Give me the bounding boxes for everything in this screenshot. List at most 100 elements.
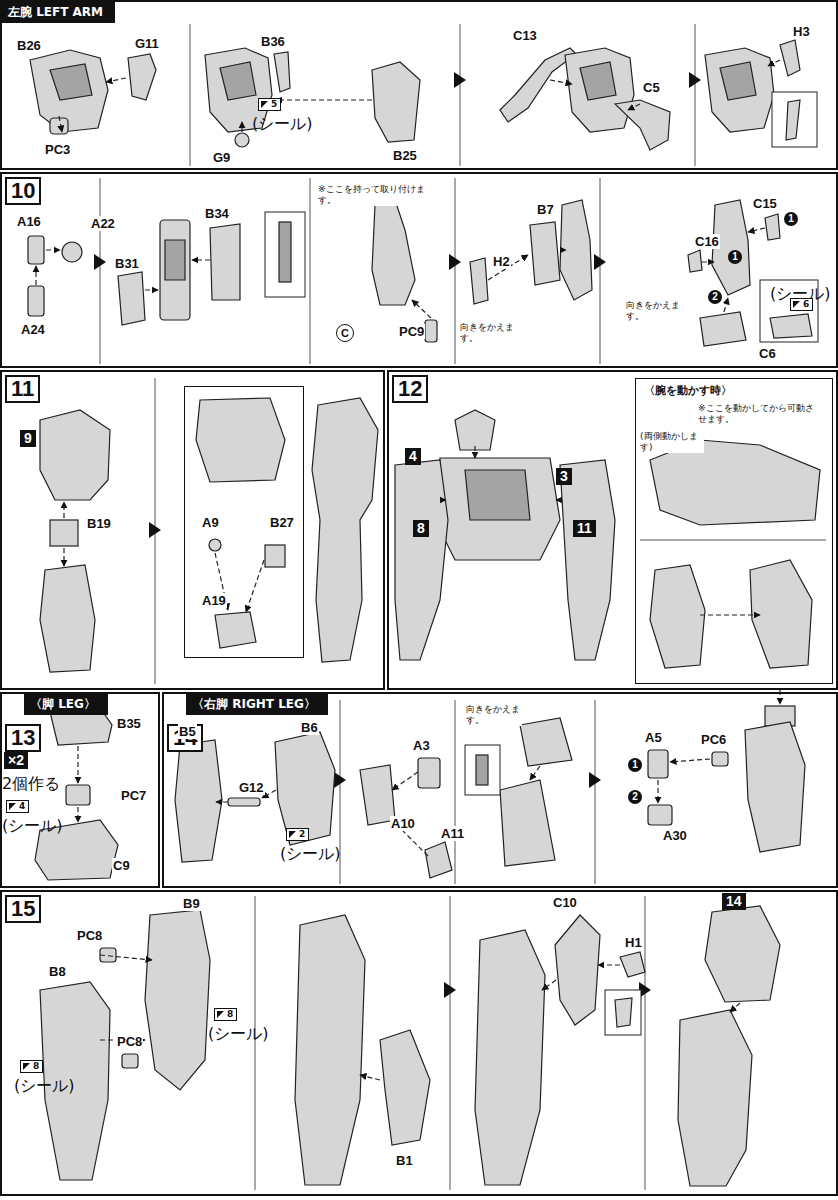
part-number: B36: [260, 34, 286, 49]
step-number: 13: [5, 724, 41, 752]
part-drawing: [50, 520, 78, 546]
part-number: C5: [642, 80, 661, 95]
step-number: 11: [5, 375, 40, 403]
assembly-arrow: [46, 249, 60, 250]
step-number: 12: [392, 375, 428, 403]
instruction-note: 向きをかえます。: [466, 704, 522, 726]
sticker-number: 8: [214, 1008, 237, 1021]
part-drawing: [312, 398, 378, 662]
part-drawing: [28, 236, 44, 264]
part-drawing: [615, 100, 670, 150]
assembly-arrow: [768, 60, 780, 66]
part-drawing: [118, 272, 145, 325]
part-number: A19: [201, 593, 227, 608]
motion-note-box: 〈腕を動かす時〉※ここを動かしてから可動させます。(両側動かします): [635, 378, 833, 684]
assembly-arrow: [670, 759, 710, 762]
order-number: 2: [708, 290, 722, 304]
circled-letter: C: [336, 324, 354, 342]
part-drawing: [215, 612, 256, 648]
part-drawing: [688, 250, 702, 272]
substep-divider: [100, 24, 695, 1190]
sticker-note: 2個作る: [2, 774, 60, 795]
reference-number: 4: [405, 448, 421, 465]
part-drawing: [128, 54, 156, 100]
step-panel: 12 〈腕を動かす時〉※ここを動かしてから可動させます。(両側動かします): [387, 370, 838, 690]
part-drawing: [650, 565, 705, 668]
sticker-note: (シール): [280, 844, 340, 865]
reference-number: 9: [20, 430, 36, 447]
assembly-arrow: [550, 80, 572, 84]
part-number: C9: [112, 858, 131, 873]
part-drawing: [295, 915, 365, 1185]
assembly-arrow: [276, 99, 372, 100]
sticker-number: 8: [20, 1060, 43, 1073]
step-panel: 11A9B27A19: [0, 370, 385, 690]
part-drawing: [228, 798, 260, 806]
substep-divider: [595, 700, 596, 884]
part-number: B35: [116, 716, 142, 731]
part-number: PC3: [44, 142, 71, 157]
part-drawing: [265, 212, 305, 297]
part-drawing: [648, 805, 672, 825]
instruction-note: (両側動かします): [640, 431, 704, 453]
part-number: G11: [134, 36, 160, 51]
part-drawing: [220, 62, 256, 100]
part-drawing: [210, 224, 240, 300]
part-drawing: [720, 62, 756, 100]
sticker-number: 2: [286, 828, 309, 841]
assembly-arrow: [100, 955, 152, 960]
assembly-arrow: [628, 104, 640, 110]
part-number: B5: [178, 724, 197, 739]
part-drawing: [455, 410, 495, 450]
part-drawing: [580, 62, 616, 100]
assembly-arrow: [542, 980, 556, 990]
section-heading: 〈右脚 RIGHT LEG〉: [186, 694, 328, 715]
part-drawing: [380, 1030, 430, 1145]
part-drawing: [465, 470, 530, 520]
part-drawing: [435, 458, 560, 560]
part-drawing: [265, 545, 285, 567]
part-number: B6: [300, 720, 319, 735]
assembly-arrow: [488, 255, 528, 280]
part-number: PC6: [700, 732, 727, 747]
step-arrow: [589, 772, 601, 788]
sticker-note: (シール): [2, 816, 62, 837]
assembly-arrow: [440, 499, 446, 500]
sticker-number: 5: [258, 98, 281, 111]
substep-divider: [455, 700, 456, 884]
part-drawing: [196, 398, 285, 482]
part-number: C16: [694, 234, 720, 249]
part-number: C6: [758, 346, 777, 361]
sticker-note: (シール): [252, 114, 312, 135]
part-drawing: [425, 842, 452, 878]
part-drawing: [772, 92, 817, 147]
assembly-arrow: [106, 78, 126, 82]
part-number: B7: [536, 202, 555, 217]
assembly-arrow: [241, 122, 242, 132]
box-heading: 〈腕を動かす時〉: [642, 383, 734, 398]
assembly-arrow: [530, 766, 540, 780]
assembly-arrow: [730, 1003, 740, 1012]
part-drawing: [165, 240, 185, 280]
part-number: B19: [86, 516, 112, 531]
part-drawing: [565, 48, 634, 132]
part-drawing: [50, 118, 68, 134]
part-number: H1: [624, 935, 643, 950]
substep-divider: [460, 24, 461, 166]
assembly-arrow: [392, 772, 418, 790]
part-drawing: [500, 780, 555, 866]
section-heading: 〈脚 LEG〉: [24, 694, 108, 715]
substep-divider: [100, 178, 101, 364]
part-drawing: [640, 540, 826, 541]
part-drawing: [30, 50, 108, 132]
part-number: G12: [238, 780, 265, 795]
part-drawing: [765, 214, 780, 240]
assembly-arrow: [657, 780, 658, 803]
part-drawing: [786, 100, 800, 140]
part-number: B26: [16, 38, 42, 53]
part-number: A11: [440, 826, 465, 841]
part-number: PC9: [398, 324, 425, 339]
part-drawing: [620, 952, 645, 977]
part-drawing: [40, 410, 110, 500]
part-drawing: [40, 565, 95, 672]
